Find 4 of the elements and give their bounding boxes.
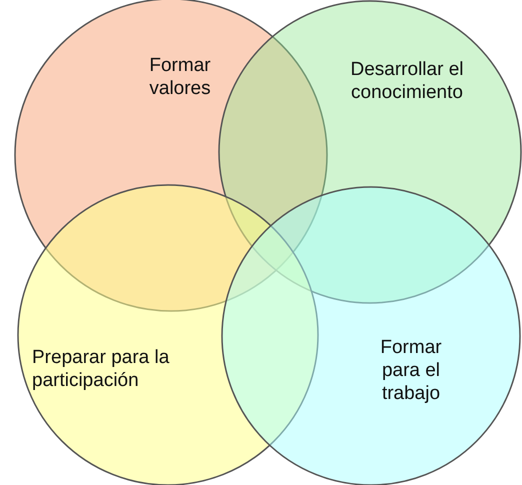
circle-label: Formar para el trabajo (379, 336, 443, 405)
circle-label: Formar valores (148, 54, 212, 100)
circle-label: Preparar para la participación (32, 346, 170, 392)
circle-label: Desarrollar el conocimiento (350, 58, 464, 104)
